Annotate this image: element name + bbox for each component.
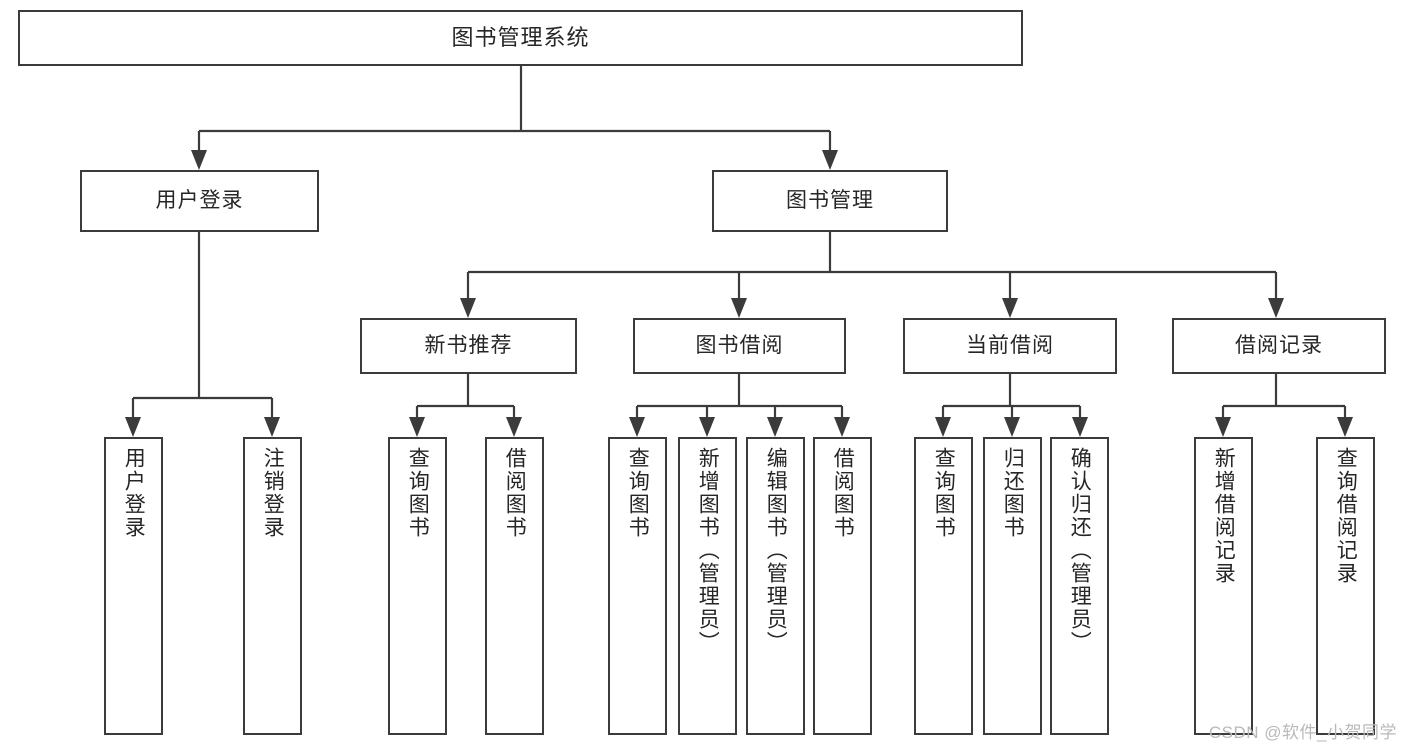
node-leaf-bb-borrow-book[interactable]: 借阅图书: [813, 437, 872, 735]
node-leaf-bb-edit-book[interactable]: 编辑图书（管理员）: [746, 437, 805, 735]
node-leaf-new-book-query[interactable]: 查询图书: [388, 437, 447, 735]
node-user-login[interactable]: 用户登录: [80, 170, 319, 232]
arrowhead-leaf-br-add: [1215, 417, 1231, 437]
node-book-management[interactable]: 图书管理: [712, 170, 948, 232]
arrowhead-book-borrow: [731, 298, 747, 318]
node-label: 借阅图书: [831, 447, 855, 539]
node-label: 确认归还（管理员）: [1068, 447, 1092, 654]
node-label: 新增图书（管理员）: [696, 447, 720, 654]
arrowhead-leaf-cb-return: [1004, 417, 1020, 437]
arrowhead-current-borrow: [1002, 298, 1018, 318]
arrowhead-leaf-bb-borrow: [834, 417, 850, 437]
node-label: 新增借阅记录: [1212, 447, 1236, 585]
arrowhead-leaf-bb-edit: [767, 417, 783, 437]
node-label: 图书借阅: [695, 333, 784, 357]
node-label: 归还图书: [1001, 447, 1025, 539]
node-label: 查询图书: [406, 447, 430, 539]
node-borrow-record[interactable]: 借阅记录: [1172, 318, 1386, 374]
node-leaf-cb-confirm-return[interactable]: 确认归还（管理员）: [1050, 437, 1109, 735]
node-label: 新书推荐: [424, 333, 513, 357]
node-label: 用户登录: [155, 188, 244, 212]
node-book-borrow[interactable]: 图书借阅: [633, 318, 846, 374]
node-label: 图书管理: [786, 188, 874, 212]
node-leaf-br-add-record[interactable]: 新增借阅记录: [1194, 437, 1253, 735]
node-leaf-new-book-borrow[interactable]: 借阅图书: [485, 437, 544, 735]
node-label: 查询图书: [932, 447, 956, 539]
arrowhead-user-login: [191, 150, 207, 170]
arrowhead-leaf-cb-query: [935, 417, 951, 437]
node-leaf-bb-add-book[interactable]: 新增图书（管理员）: [678, 437, 737, 735]
node-label: 图书管理系统: [451, 25, 590, 51]
arrowhead-leaf-nb-borrow: [506, 417, 522, 437]
node-new-book-recommend[interactable]: 新书推荐: [360, 318, 577, 374]
arrowhead-borrow-record: [1268, 298, 1284, 318]
node-label: 用户登录: [122, 447, 146, 539]
node-label: 编辑图书（管理员）: [764, 447, 788, 654]
arrowhead-leaf-user-login: [125, 417, 141, 437]
arrowhead-new-book: [460, 298, 476, 318]
node-label: 当前借阅: [966, 333, 1054, 357]
arrowhead-leaf-bb-add: [699, 417, 715, 437]
node-label: 查询借阅记录: [1334, 447, 1358, 585]
arrowhead-leaf-nb-query: [409, 417, 425, 437]
node-label: 查询图书: [626, 447, 650, 539]
arrowhead-leaf-logout: [264, 417, 280, 437]
node-leaf-cb-return-book[interactable]: 归还图书: [983, 437, 1042, 735]
arrowhead-leaf-bb-query: [629, 417, 645, 437]
arrowhead-leaf-cb-confirm: [1072, 417, 1088, 437]
node-root-library-system[interactable]: 图书管理系统: [18, 10, 1023, 66]
node-leaf-cb-query-book[interactable]: 查询图书: [914, 437, 973, 735]
node-label: 注销登录: [261, 447, 285, 539]
csdn-watermark: CSDN @软件_小贺同学: [1208, 723, 1397, 742]
node-leaf-bb-query-book[interactable]: 查询图书: [608, 437, 667, 735]
node-label: 借阅记录: [1235, 333, 1323, 357]
node-leaf-br-query-record[interactable]: 查询借阅记录: [1316, 437, 1375, 735]
arrowhead-leaf-br-query: [1337, 417, 1353, 437]
node-label: 借阅图书: [503, 447, 527, 539]
node-leaf-user-login[interactable]: 用户登录: [104, 437, 163, 735]
node-current-borrow[interactable]: 当前借阅: [903, 318, 1117, 374]
arrowhead-book-mgmt: [822, 150, 838, 170]
node-leaf-logout[interactable]: 注销登录: [243, 437, 302, 735]
